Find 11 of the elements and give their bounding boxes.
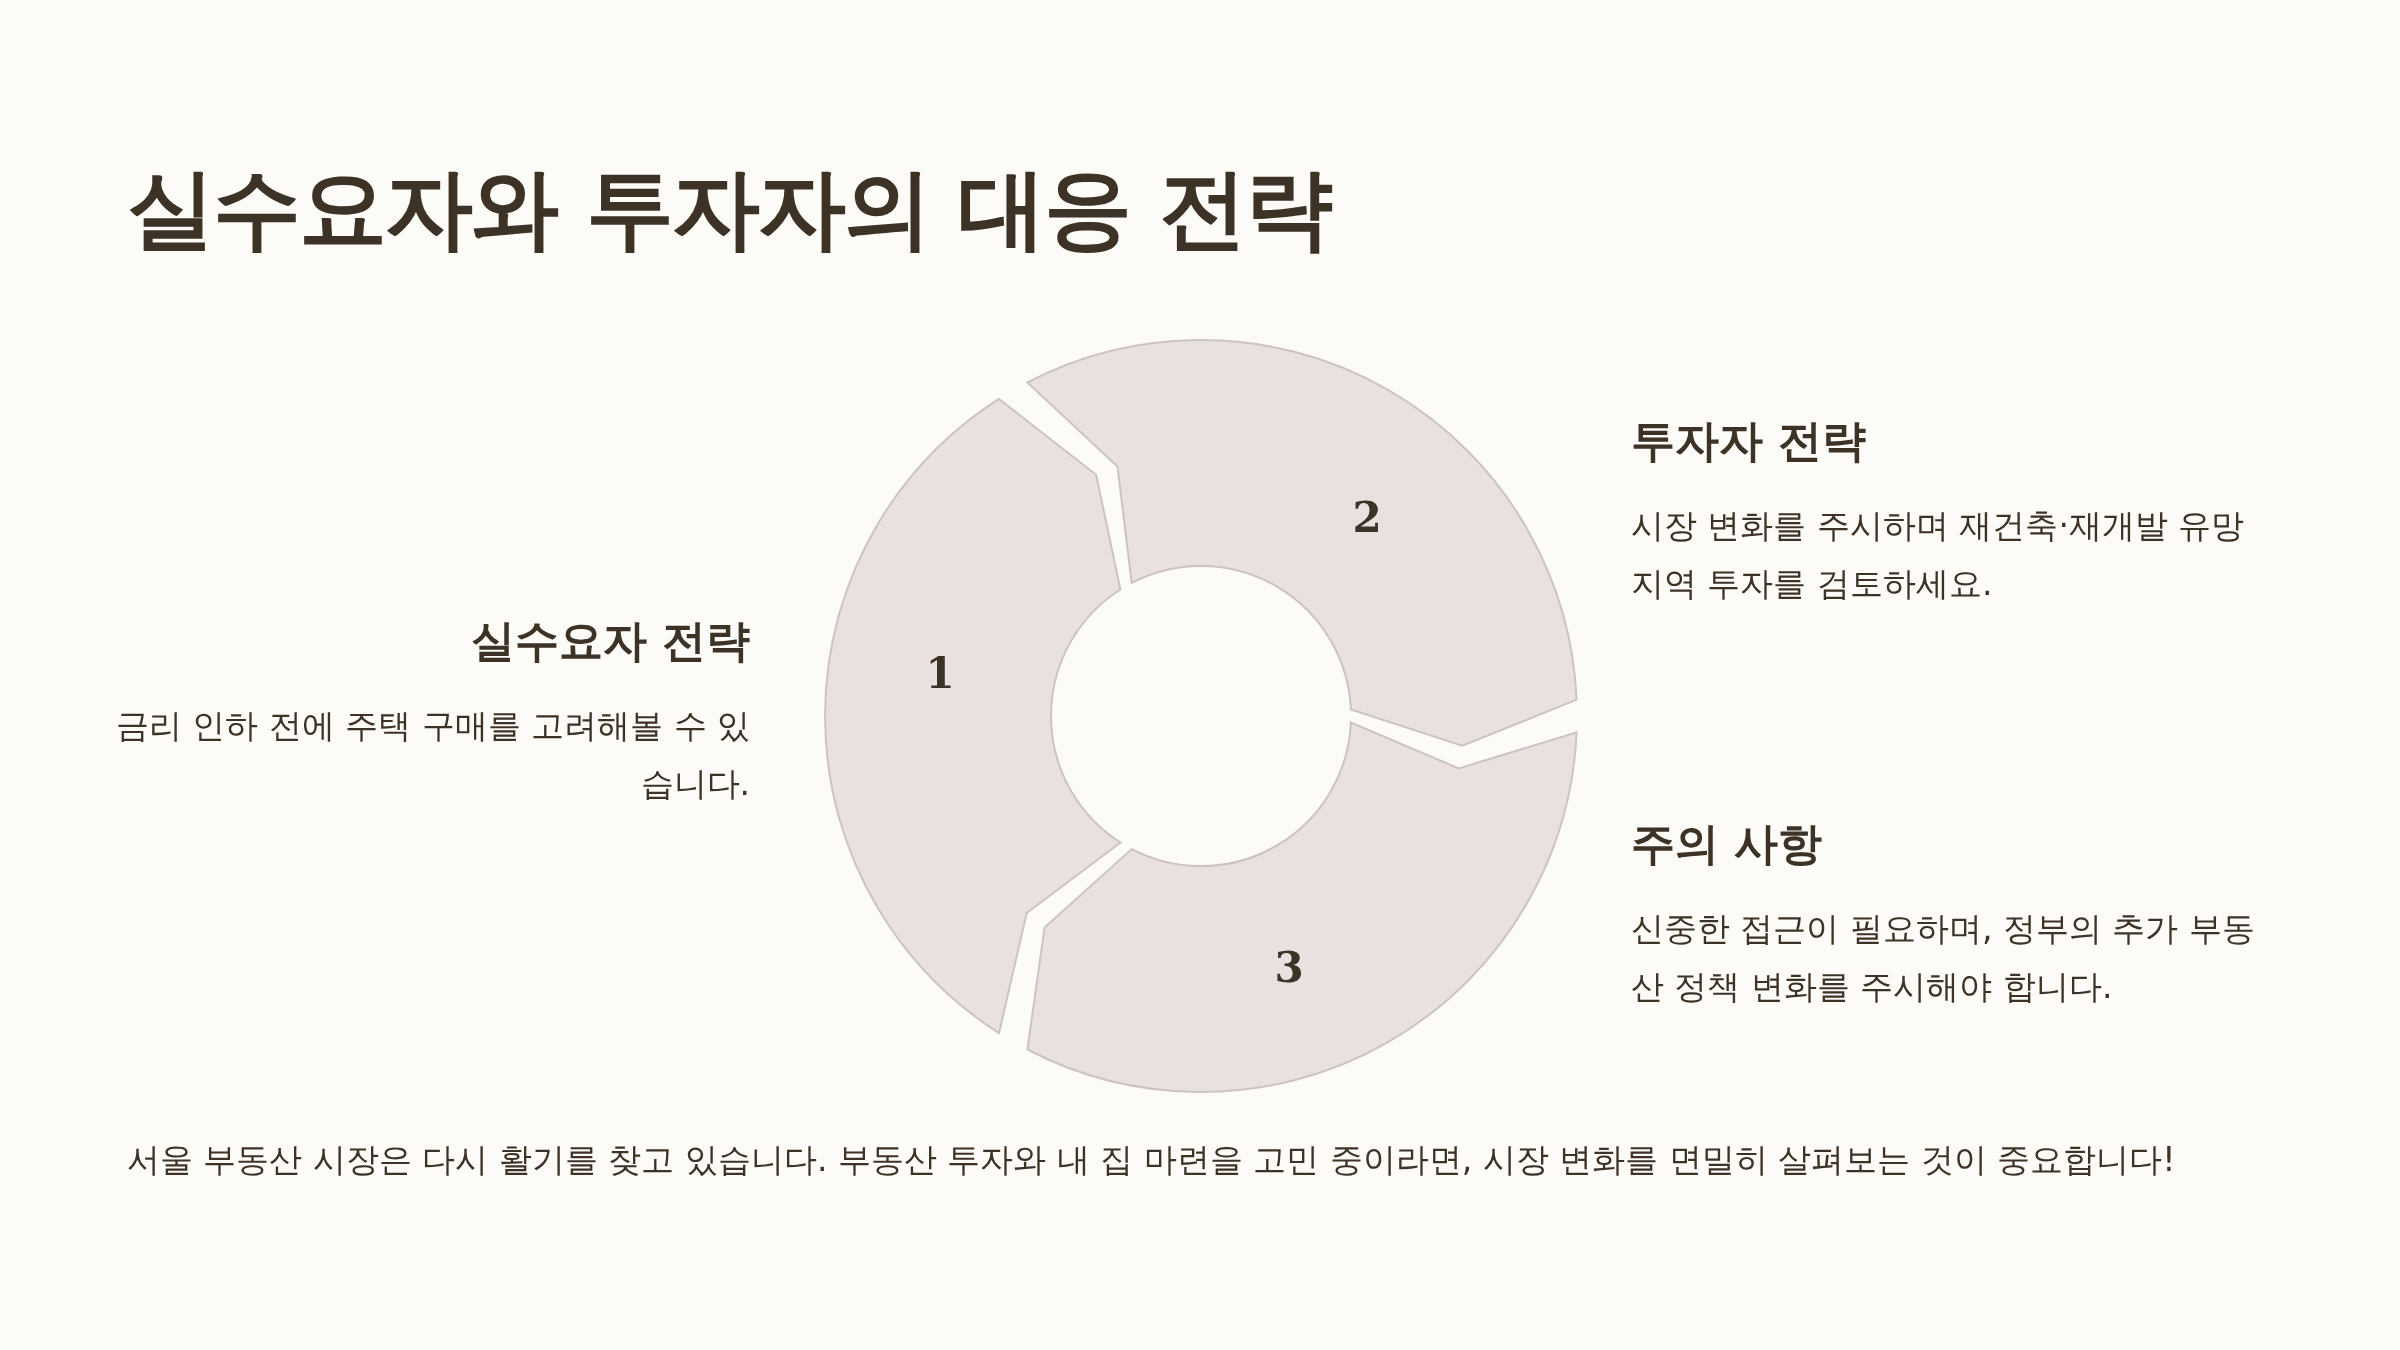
description: 시장 변화를 주시하며 재건축·재개발 유망 지역 투자를 검토하세요. [1631, 505, 2246, 605]
description: 금리 인하 전에 주택 구매를 고려해볼 수 있습니다. [114, 705, 750, 805]
segment-number: 2 [1352, 492, 1382, 542]
section-heading: 투자자 전략 [1631, 414, 1868, 468]
section-heading: 주의 사항 [1631, 817, 1824, 871]
segment-number: 1 [925, 648, 955, 698]
description: 신중한 접근이 필요하며, 정부의 추가 부동산 정책 변화를 주시해야 합니다. [1631, 908, 2256, 1008]
section-heading: 실수요자 전략 [469, 614, 750, 668]
segment-number: 3 [1274, 942, 1304, 992]
caption: 서울 부동산 시장은 다시 활기를 찾고 있습니다. 부동산 투자와 내 집 마련을 고민 중이라면, 시장 변화를 면밀히 살펴보는 것이 중요합니다! [127, 1139, 2176, 1181]
title: 실수요자와 투자자의 대응 전략 [127, 156, 1331, 262]
